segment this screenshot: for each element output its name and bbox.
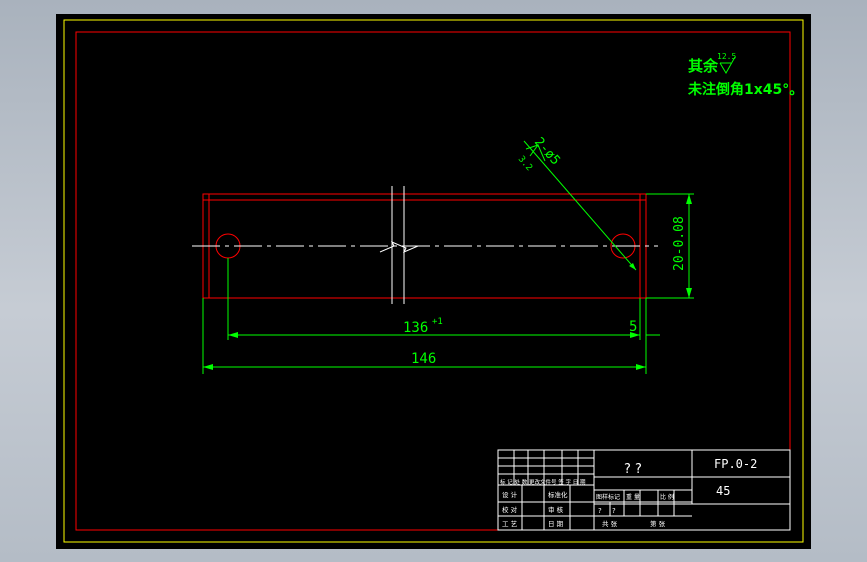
dim-diameter-arrow-bottom (686, 288, 692, 298)
title-standard: 标准化 (548, 490, 568, 499)
note-roughness-value: 12.5 (717, 52, 736, 61)
title-date: 日 期 (548, 520, 564, 528)
dim-inner-length (227, 258, 660, 374)
hole-leader (523, 140, 637, 271)
title-check: 校 对 (502, 505, 518, 514)
dim-total-length (202, 298, 646, 374)
dim-diameter (646, 193, 694, 299)
hole-roughness-symbol (525, 144, 546, 162)
title-stage: 图样标记 (596, 493, 620, 501)
title-material: 45 (716, 484, 730, 498)
dim-total-arrow-right (636, 364, 646, 370)
title-revision-row: 标 记 处 数 更改文件号 签 字 日 期 (500, 478, 586, 486)
dim-offset-label: 5 (629, 319, 637, 335)
note-surface-finish: 其余 (688, 57, 719, 75)
dim-diameter-arrow-top (686, 194, 692, 204)
inner-border (75, 31, 791, 531)
title-review: 审 核 (548, 505, 564, 514)
title-design: 设 计 (502, 490, 518, 499)
note-chamfer: 未注倒角1x45°。 (688, 81, 803, 98)
dim-diameter-label: 20-0.08 (672, 216, 687, 271)
title-craft: 工 艺 (502, 520, 518, 528)
title-sheet: 第 张 (650, 519, 666, 528)
engineering-drawing: 其余 12.5 未注倒角1x45°。 2-ø5 3.2 136 +1 5 (63, 19, 804, 543)
title-q1: ? (598, 507, 602, 515)
title-sheets: 共 张 (602, 519, 618, 528)
title-weight: 重 量 (626, 493, 640, 501)
title-part-name: ? ? (624, 462, 642, 477)
hole-roughness-value: 3.2 (516, 154, 534, 173)
dim-total-arrow-left (203, 364, 213, 370)
hole-leader-arrow (629, 263, 636, 270)
dim-inner-length-label: 136 (403, 320, 428, 336)
cad-viewport[interactable]: 其余 12.5 未注倒角1x45°。 2-ø5 3.2 136 +1 5 (56, 14, 811, 549)
title-scale: 比 例 (660, 493, 674, 501)
dim-total-length-label: 146 (411, 351, 436, 367)
title-q2: ? (612, 507, 616, 515)
dim-inner-arrow-left (228, 332, 238, 338)
title-drawing-no: FP.0-2 (714, 457, 757, 471)
outer-frame (63, 19, 804, 543)
dim-inner-tolerance: +1 (432, 317, 443, 327)
dim-inner-arrow-right (630, 332, 640, 338)
break-lines (379, 186, 419, 304)
hole-callout-label: 2-ø5 (531, 135, 563, 168)
title-block (497, 449, 791, 531)
roughness-symbol (719, 56, 736, 74)
